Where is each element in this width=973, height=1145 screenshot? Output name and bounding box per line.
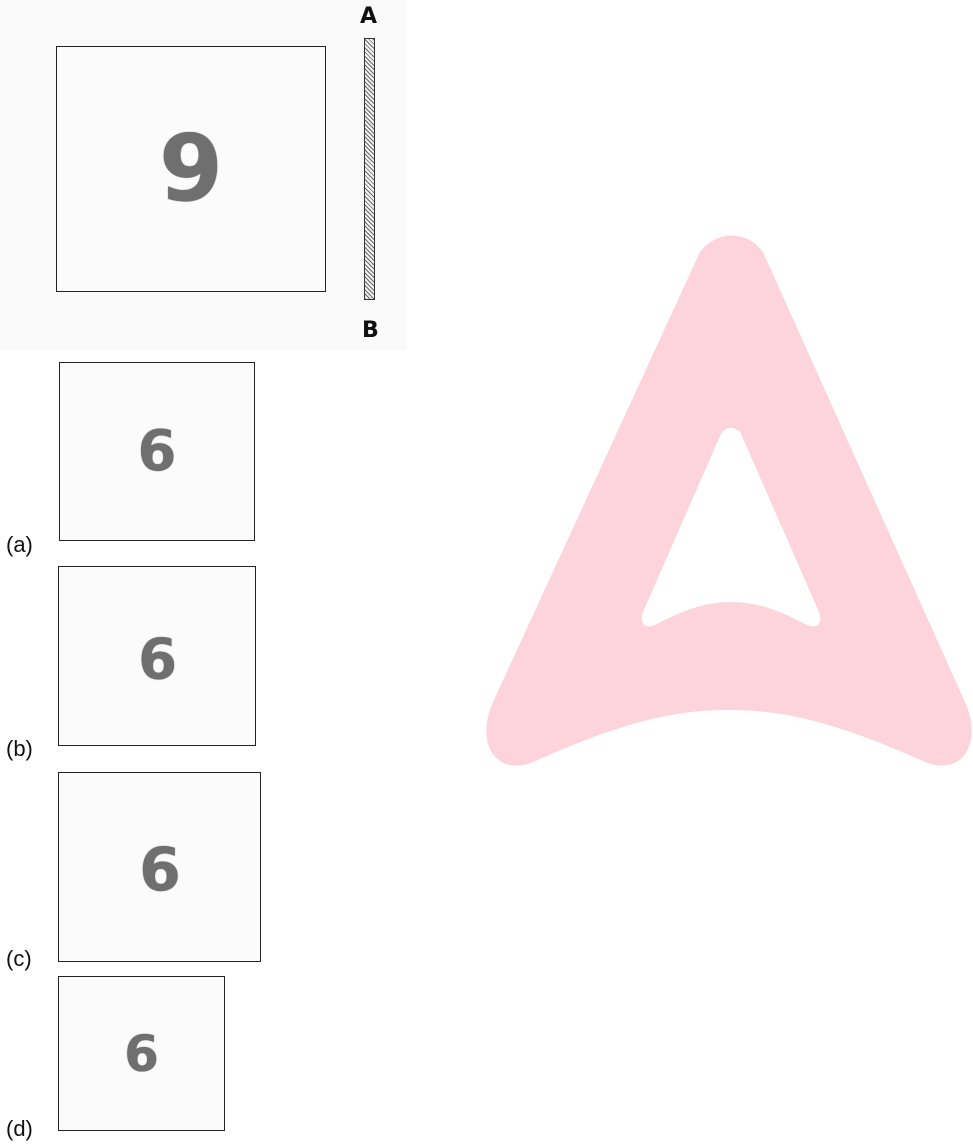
- original-figure-box: 9: [56, 46, 326, 292]
- option-a-digit: 6: [138, 424, 177, 480]
- option-d-digit: 6: [124, 1029, 159, 1079]
- triangle-logo-icon: [485, 232, 973, 782]
- mirror-label-bottom: B: [362, 318, 379, 343]
- option-c-label[interactable]: (c): [6, 946, 32, 972]
- mirror-label-top: A: [360, 4, 377, 29]
- option-d-box[interactable]: 6: [58, 976, 225, 1131]
- option-b-label[interactable]: (b): [6, 736, 33, 762]
- option-a-box[interactable]: 6: [59, 362, 255, 541]
- mirror-bar: [364, 38, 375, 300]
- option-b-box[interactable]: 9: [58, 566, 256, 746]
- option-b-digit: 9: [138, 628, 177, 684]
- option-d-label[interactable]: (d): [6, 1116, 33, 1142]
- option-c-digit: 9: [139, 837, 181, 897]
- original-digit: 9: [159, 123, 223, 215]
- option-c-box[interactable]: 9: [58, 772, 261, 962]
- option-a-label[interactable]: (a): [6, 532, 33, 558]
